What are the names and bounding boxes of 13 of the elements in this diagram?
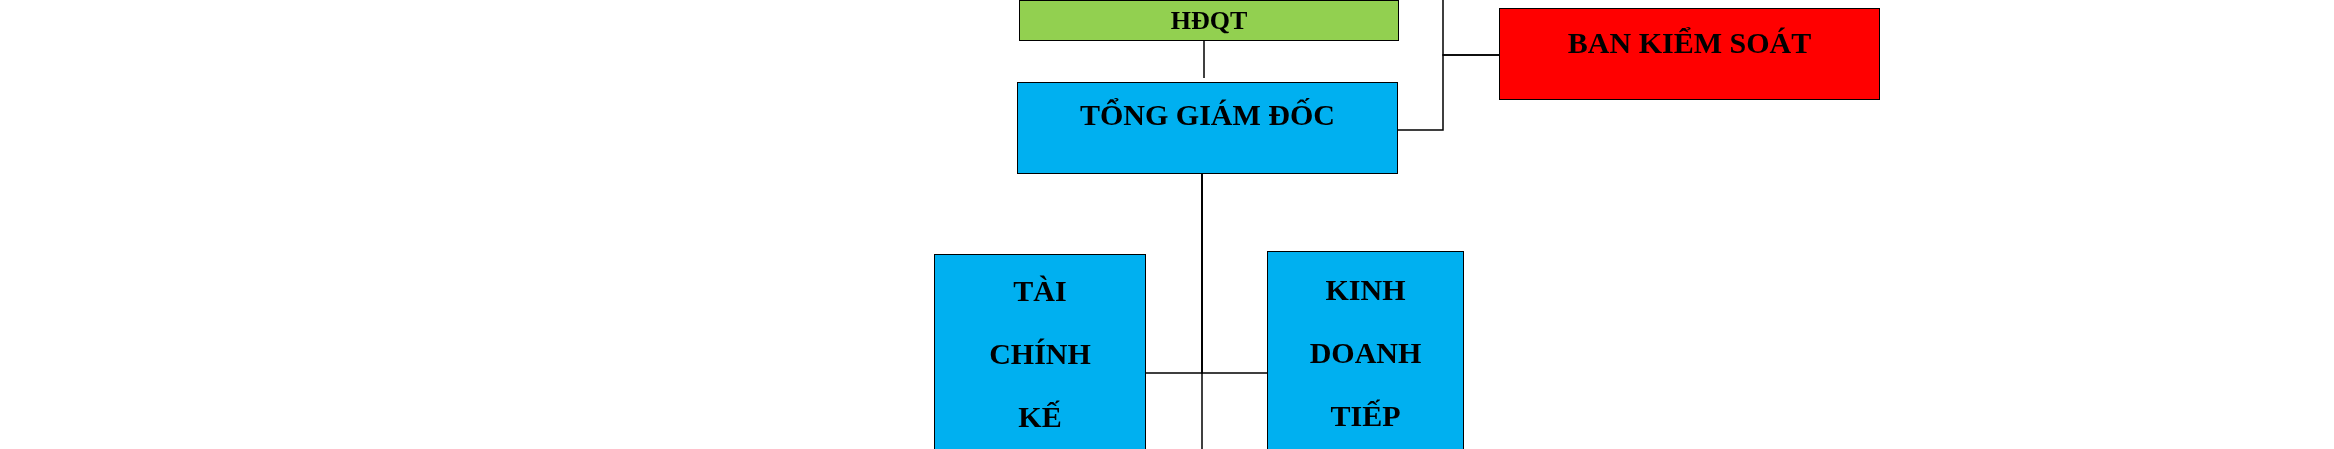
connector-line bbox=[1203, 40, 1205, 79]
org-box bbox=[1017, 82, 1398, 174]
org-box bbox=[1267, 251, 1464, 449]
org-box bbox=[934, 254, 1146, 449]
connector-line bbox=[1442, 0, 1500, 56]
box-title: BAN KIỂM SOÁT bbox=[1567, 25, 1812, 61]
connector-line bbox=[1201, 173, 1203, 449]
box-title: TÀI CHÍNH KẾ bbox=[988, 273, 1092, 435]
box-title: HĐQT bbox=[1170, 5, 1248, 37]
box-title: KINH DOANH TIẾP bbox=[1308, 272, 1423, 434]
org-box bbox=[1019, 0, 1399, 41]
org-box bbox=[1499, 8, 1880, 100]
box-title: TỔNG GIÁM ĐỐC bbox=[1080, 97, 1335, 133]
